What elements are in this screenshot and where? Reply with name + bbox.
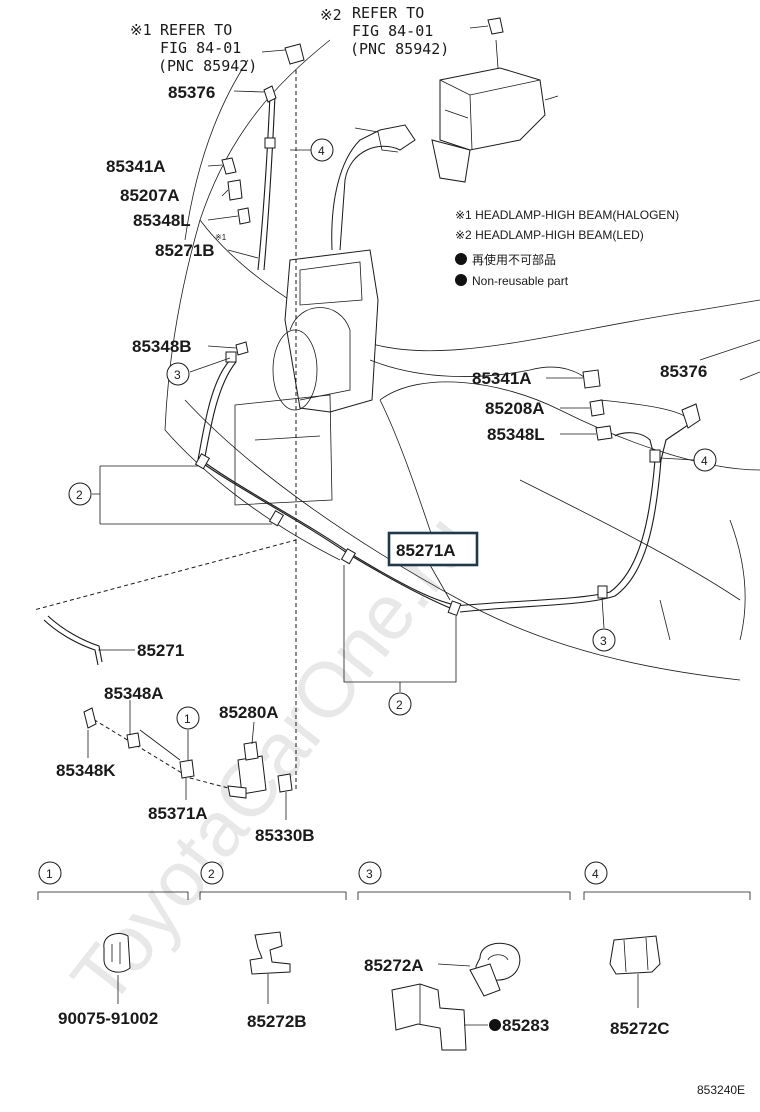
ref2-line2: FIG 84-01: [352, 22, 433, 40]
legend-nonreuse-en: Non-reusable part: [472, 274, 569, 288]
detail-panel-1: 1 90075-91002: [37, 861, 189, 1028]
detail-panel-4: 4 85272C: [583, 861, 751, 1038]
label-85341a-left: 85341A: [106, 157, 166, 176]
label-85280a: 85280A: [219, 703, 279, 722]
legend-note-led: ※2 HEADLAMP-HIGH BEAM(LED): [455, 228, 644, 242]
leader-lines: [87, 90, 695, 820]
callout-3-left: [166, 362, 190, 386]
label-85271a: 85271A: [396, 541, 456, 560]
callout-2-left: [68, 482, 92, 506]
ref-note-1: ※1 REFER TO FIG 84-01 (PNC 85942): [130, 21, 257, 75]
ref1-mark: ※1: [130, 21, 152, 39]
label-85272a: 85272A: [364, 956, 424, 975]
callout-3-right-text: 3: [600, 634, 607, 648]
label-85348l-right: 85348L: [487, 425, 545, 444]
hose-clamps: [194, 137, 661, 616]
label-85330b: 85330B: [255, 826, 315, 845]
nonreuse-dot-icon-2: [455, 274, 467, 286]
callout-4-top-text: 4: [318, 144, 325, 158]
label-85271b: 85271B: [155, 241, 215, 260]
ref2-line1: REFER TO: [352, 4, 424, 22]
nonreuse-dot-85283: [489, 1019, 501, 1031]
headlamp-led-module: [431, 39, 559, 183]
highlight-box-85271a: [387, 531, 479, 567]
panel-1-index: 1: [46, 867, 53, 881]
headlamp-connector-halogen: [261, 43, 305, 65]
label-85376-left: 85376: [168, 83, 215, 102]
callout-2-bottom: [388, 692, 412, 716]
legend-note-halogen: ※1 HEADLAMP-HIGH BEAM(HALOGEN): [455, 208, 679, 222]
callout-2-left-text: 2: [76, 488, 83, 502]
left-nozzle-parts: [221, 85, 277, 356]
legend-nonreuse-jp: 再使用不可部品: [472, 252, 556, 267]
callout-3-right: [592, 628, 616, 652]
ref2-line3: (PNC 85942): [350, 40, 449, 58]
part-labels: 85376 85341A 85207A 85348L ※1 85271B 853…: [56, 83, 707, 845]
callout-1: [176, 706, 200, 730]
dashed-lines: [33, 70, 297, 791]
panel-4-index: 4: [592, 867, 599, 881]
label-85348a: 85348A: [104, 684, 164, 703]
washer-pump: [227, 741, 293, 799]
label-85272c: 85272C: [610, 1019, 670, 1038]
callout-4-right-text: 4: [701, 454, 708, 468]
vehicle-body-outline: [164, 39, 760, 681]
label-85271: 85271: [137, 641, 184, 660]
label-85348l-left: 85348L: [133, 211, 191, 230]
ref1-line1: REFER TO: [160, 21, 232, 39]
callout-2-bottom-text: 2: [396, 698, 403, 712]
label-85376-right: 85376: [660, 362, 707, 381]
label-85207a: 85207A: [120, 186, 180, 205]
label-85341a-right: 85341A: [472, 369, 532, 388]
label-85272b: 85272B: [247, 1012, 307, 1031]
figure-id: 853240E: [697, 1083, 745, 1097]
main-callouts: 4 3 2 4 3 2 1: [68, 138, 717, 730]
nonreuse-dot-icon: [455, 253, 467, 265]
label-85208a: 85208A: [485, 399, 545, 418]
washer-hoses: [197, 94, 696, 613]
callout-3-left-text: 3: [174, 368, 181, 382]
callout-4-top: [310, 138, 334, 162]
ref1-line3: (PNC 85942): [158, 57, 257, 75]
label-small-note: ※1: [215, 233, 227, 242]
ref1-line2: FIG 84-01: [160, 39, 241, 57]
label-85371a: 85371A: [148, 804, 208, 823]
legend: ※1 HEADLAMP-HIGH BEAM(HALOGEN) ※2 HEADLA…: [455, 208, 679, 288]
label-85348k: 85348K: [56, 761, 116, 780]
headlamp-connector-led: [469, 17, 504, 35]
right-nozzle-parts: [582, 369, 701, 441]
label-85348b: 85348B: [132, 337, 192, 356]
washer-tank: [234, 124, 416, 506]
label-85283: 85283: [502, 1016, 549, 1035]
ref2-mark: ※2: [320, 6, 342, 24]
callout-1-text: 1: [184, 712, 191, 726]
panel-3-index: 3: [366, 867, 373, 881]
ref-note-2: ※2 REFER TO FIG 84-01 (PNC 85942): [320, 4, 449, 58]
detail-panel-2: 2 85272B: [199, 861, 347, 1031]
callout-4-right: [693, 448, 717, 472]
panel-2-index: 2: [208, 867, 215, 881]
detail-panel-3: 3 85272A 85283: [357, 861, 571, 1051]
hose-85271: [43, 615, 195, 779]
label-90075-91002: 90075-91002: [58, 1009, 158, 1028]
